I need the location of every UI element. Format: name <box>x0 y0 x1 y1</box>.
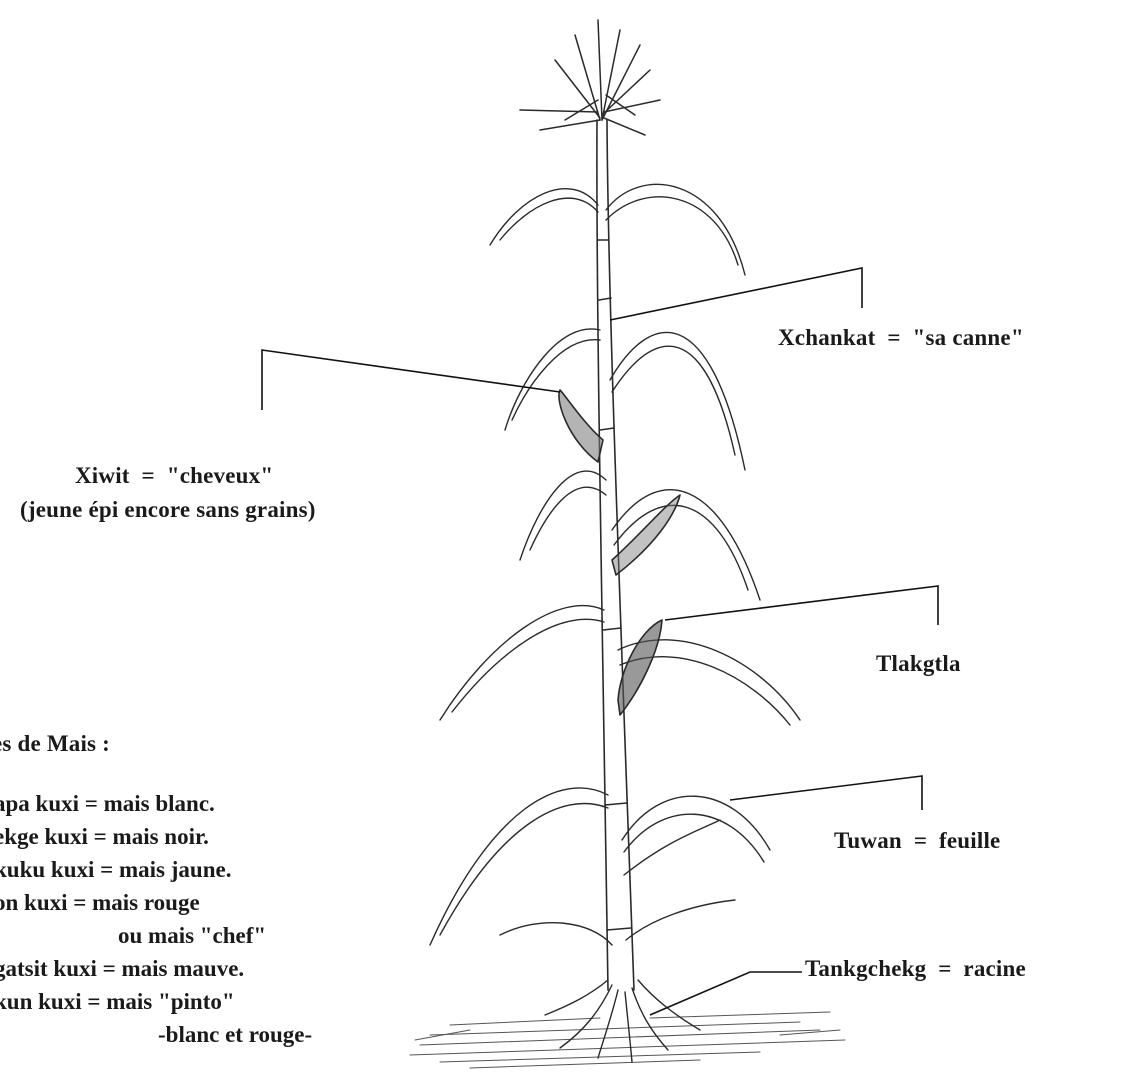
corn-plant-drawing <box>410 20 845 1068</box>
corn-type-line: -blanc et rouge- <box>158 1021 312 1049</box>
corn-type-line: ekge kuxi = mais noir. <box>0 823 209 851</box>
label-tuwan: Tuwan = feuille <box>834 827 1000 855</box>
callout-line-tuwan <box>730 776 922 810</box>
callout-lines <box>262 268 938 1015</box>
corn-type-line: ou mais "chef" <box>118 922 266 950</box>
corn-type-line: kuku kuxi = mais jaune. <box>0 856 231 884</box>
ears <box>559 390 680 715</box>
callout-line-xchankat <box>610 268 862 320</box>
corn-type-line: kun kuxi = mais "pinto" <box>0 988 235 1016</box>
label-tlakgtla: Tlakgtla <box>876 650 961 678</box>
label-xiwit: Xiwit = "cheveux" <box>75 462 273 490</box>
corn-type-line: apa kuxi = mais blanc. <box>0 790 215 818</box>
callout-line-tlakgtla <box>665 586 938 625</box>
tassel <box>520 20 660 135</box>
corn-type-line: gatsit kuxi = mais mauve. <box>0 955 244 983</box>
callout-line-tankgchekg <box>650 972 802 1015</box>
corn-type-line: on kuxi = mais rouge <box>0 889 200 917</box>
label-tankgchekg: Tankgchekg = racine <box>805 955 1026 983</box>
label-xiwit-subtitle: (jeune épi encore sans grains) <box>20 496 316 524</box>
corn-types-title: es de Mais : <box>0 730 110 758</box>
label-xchankat: Xchankat = "sa canne" <box>778 324 1024 352</box>
